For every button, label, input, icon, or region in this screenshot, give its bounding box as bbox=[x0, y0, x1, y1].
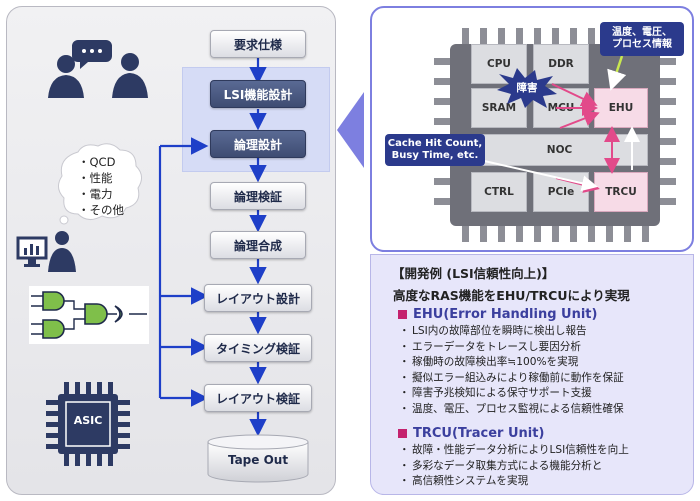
bullet-power: ・電力 bbox=[78, 187, 113, 201]
trcu-square-icon bbox=[398, 429, 407, 438]
ehu-item: 障害予兆検知による保守サポート支援 bbox=[399, 386, 624, 402]
ehu-feature-list: LSI内の故障部位を瞬時に検出し報告 エラーデータをトレースし要因分析 稼働時の… bbox=[399, 324, 624, 418]
discussion-people-icon bbox=[48, 40, 148, 98]
trcu-item: 故障・性能データ分析によりLSI信頼性を向上 bbox=[399, 443, 629, 459]
bullet-other: ・その他 bbox=[78, 203, 124, 217]
ehu-title: EHU(Error Handling Unit) bbox=[398, 307, 597, 322]
fault-burst-icon bbox=[497, 68, 557, 108]
trcu-feature-list: 故障・性能データ分析によりLSI信頼性を向上 多彩なデータ取集方式による機能分析… bbox=[399, 443, 629, 490]
step-layout-verification: レイアウト検証 bbox=[204, 384, 312, 412]
description-heading: 【開発例 (LSI信頼性向上)】 bbox=[392, 266, 555, 281]
step-lsi-function-design: LSI機能設計 bbox=[210, 80, 306, 108]
ehu-title-text: EHU(Error Handling Unit) bbox=[413, 307, 598, 322]
step-tape-out: Tape Out bbox=[227, 453, 289, 467]
ehu-square-icon bbox=[398, 310, 407, 319]
logic-circuit-image bbox=[29, 286, 149, 344]
person-monitor-icon bbox=[16, 231, 76, 272]
ehu-item: LSI内の故障部位を瞬時に検出し報告 bbox=[399, 324, 624, 340]
callout-cache-hit: Cache Hit Count, Busy Time, etc. bbox=[385, 134, 485, 166]
ehu-item: 温度、電圧、プロセス監視による信頼性確保 bbox=[399, 402, 624, 418]
asic-label: ASIC bbox=[73, 414, 103, 427]
step-logic-synthesis: 論理合成 bbox=[210, 231, 306, 259]
bullet-qcd: ・QCD bbox=[78, 155, 116, 169]
step-requirements: 要求仕様 bbox=[210, 30, 306, 58]
trcu-item: 多彩なデータ取集方式による機能分析と bbox=[399, 459, 629, 475]
step-layout-design: レイアウト設計 bbox=[204, 284, 312, 312]
bullet-performance: ・性能 bbox=[78, 171, 113, 185]
step-timing-verification: タイミング検証 bbox=[204, 334, 312, 362]
block-trcu: TRCU bbox=[594, 172, 648, 212]
ehu-item: エラーデータをトレースし要因分析 bbox=[399, 340, 624, 356]
trcu-title: TRCU(Tracer Unit) bbox=[398, 426, 544, 441]
step-logic-design: 論理設計 bbox=[210, 130, 306, 158]
trcu-item: 高信頼性システムを実現 bbox=[399, 474, 629, 490]
callout-monitor-info: 温度、電圧、 プロセス情報 bbox=[600, 22, 684, 56]
fault-label: 障害 bbox=[516, 82, 538, 94]
block-ehu: EHU bbox=[594, 88, 648, 128]
block-ddr: DDR bbox=[533, 44, 589, 84]
block-ctrl: CTRL bbox=[471, 172, 527, 212]
trcu-title-text: TRCU(Tracer Unit) bbox=[413, 426, 545, 441]
requirements-list: ・QCD ・性能 ・電力 ・その他 bbox=[78, 154, 124, 218]
asic-chip-icon bbox=[46, 382, 130, 466]
step-logic-verification: 論理検証 bbox=[210, 182, 306, 210]
tape-out-cylinder bbox=[207, 434, 309, 483]
thought-bubble-icon bbox=[58, 143, 142, 225]
ehu-item: 稼働時の故障検出率≒100%を実現 bbox=[399, 355, 624, 371]
ehu-item: 擬似エラー組込みにより稼働前に動作を保証 bbox=[399, 371, 624, 387]
description-subheading: 高度なRAS機能をEHU/TRCUにより実現 bbox=[393, 288, 630, 303]
